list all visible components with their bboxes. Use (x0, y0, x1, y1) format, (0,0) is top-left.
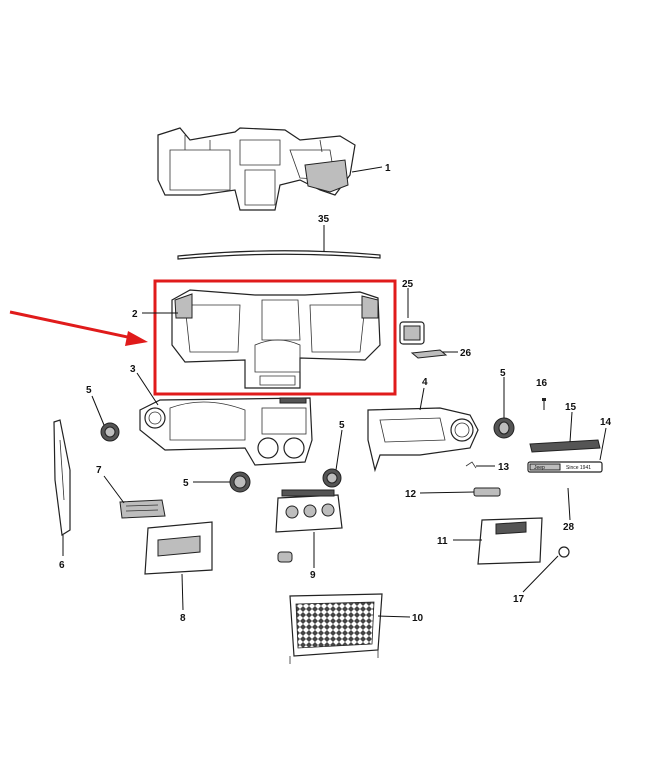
part-6-end-cap (53, 419, 71, 537)
callout-1: 1 (385, 163, 391, 174)
callout-13: 13 (498, 462, 510, 473)
part-7-switch-bezel (119, 499, 166, 519)
part-4-passenger-panel (367, 407, 479, 473)
callout-26: 26 (460, 348, 472, 359)
callout-5-lower: 5 (183, 478, 189, 489)
callout-5-left: 5 (86, 385, 92, 396)
callout-4: 4 (422, 377, 428, 388)
part-2-instrument-panel-base (171, 289, 381, 389)
part-5-round-vent-right (493, 417, 515, 439)
callout-10: 10 (412, 613, 424, 624)
callout-7: 7 (96, 465, 102, 476)
callout-16: 16 (536, 378, 548, 389)
callout-28: 28 (563, 522, 575, 533)
part-8-lower-panel (144, 521, 213, 575)
part-17-knob (558, 546, 570, 558)
part-11-glove-box (477, 517, 543, 565)
callout-25: 25 (402, 279, 414, 290)
callout-5-right: 5 (500, 368, 506, 379)
part-15-grab-handle (529, 439, 601, 453)
callout-labels: 1 35 2 25 26 3 4 5 5 5 5 6 7 8 9 10 11 1… (59, 163, 612, 624)
part-13-clip (465, 461, 477, 469)
badge-text-left: Jeep (534, 465, 545, 471)
leader-lines (62, 166, 607, 618)
callout-8: 8 (180, 613, 186, 624)
part-5-round-vent-lower (229, 471, 251, 493)
part-5-round-vent-center (322, 468, 342, 488)
part-25-vent-bezel (399, 321, 425, 345)
callout-3: 3 (130, 364, 136, 375)
part-10-lower-grille (289, 593, 383, 664)
part-9-center-stack (275, 489, 343, 563)
badge-text-right: Since 1941 (566, 465, 591, 471)
callout-15: 15 (565, 402, 577, 413)
callout-12: 12 (405, 489, 417, 500)
part-14-badge-plate (527, 461, 603, 473)
part-1-dash-frame (157, 127, 356, 211)
part-3-cluster-bezel (139, 397, 313, 466)
part-35-strip (177, 250, 381, 260)
callout-2: 2 (132, 309, 138, 320)
part-16-screw (542, 398, 546, 410)
callout-9: 9 (310, 570, 316, 581)
part-26-bracket (410, 349, 448, 359)
callout-14: 14 (600, 417, 612, 428)
pointer-arrow (9, 310, 148, 346)
callout-11: 11 (437, 536, 448, 547)
callout-35: 35 (318, 214, 330, 225)
part-12-handle (473, 487, 501, 497)
highlight-box (153, 279, 397, 396)
callout-5-center: 5 (339, 420, 345, 431)
part-5-round-vent-left (100, 422, 120, 442)
callout-6: 6 (59, 560, 65, 571)
callout-17: 17 (513, 594, 525, 605)
